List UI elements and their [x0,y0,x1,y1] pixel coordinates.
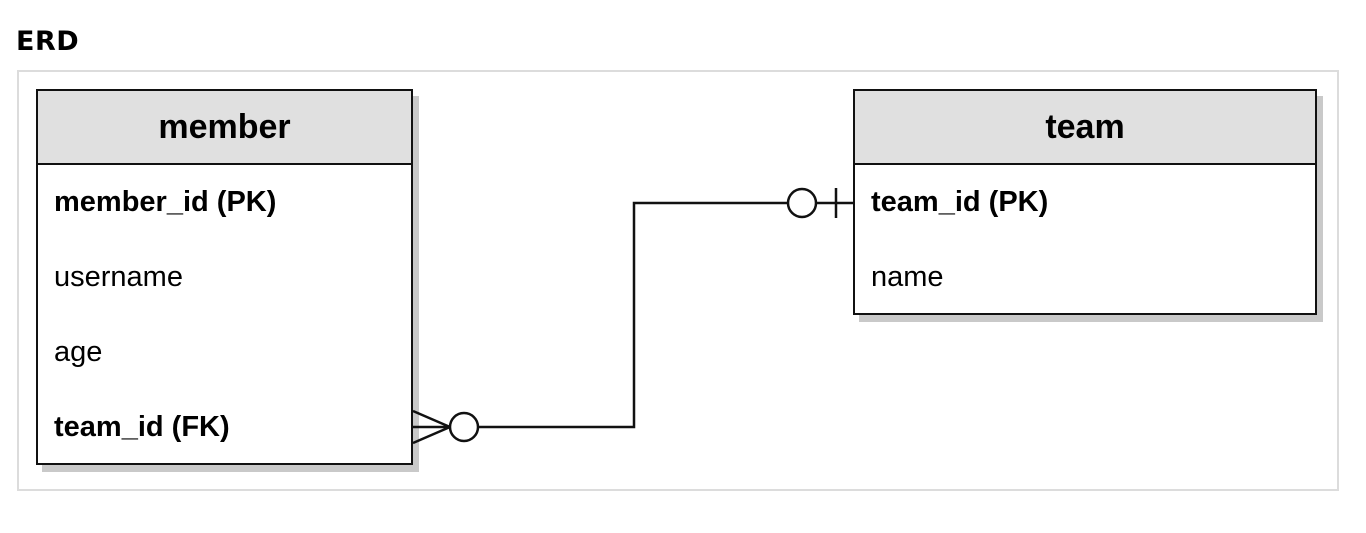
team-attribute-name: name [871,261,944,293]
member-attribute-age: age [54,336,103,368]
one-bar-icon [816,188,853,218]
crows-foot-icon [412,409,451,445]
member-attribute-username: username [54,261,183,293]
member-attribute-member-id: member_id (PK) [54,186,277,218]
page-title: ERD [16,26,80,57]
entity-team-header: team [855,91,1315,165]
entity-member[interactable]: member member_id (PK) username age team_… [36,89,413,465]
zero-optional-circle-icon [448,411,480,443]
team-attribute-team-id: team_id (PK) [871,186,1049,218]
zero-optional-circle-icon-team [786,187,818,219]
member-attribute-team-id: team_id (FK) [54,411,230,443]
entity-member-header: member [38,91,411,165]
entity-team[interactable]: team team_id (PK) name [853,89,1317,315]
relationship-line [478,201,788,429]
